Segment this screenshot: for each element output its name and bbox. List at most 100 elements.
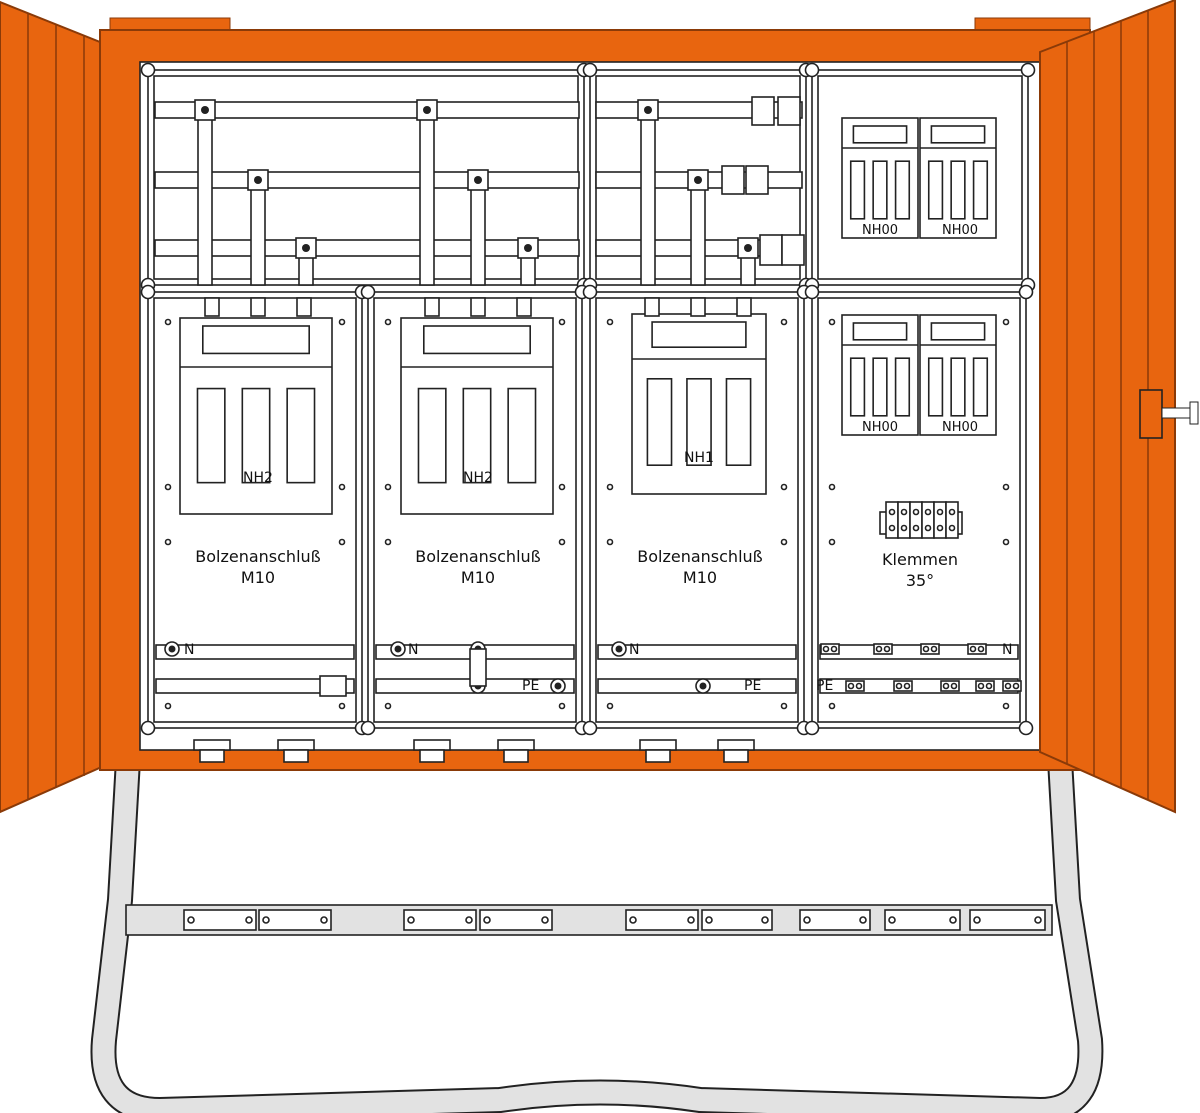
busbar-riser (204, 297, 220, 317)
fuse-label: NH2 (243, 470, 273, 486)
corner-screw (804, 284, 820, 300)
bolt-icon (744, 244, 752, 252)
cable-clamp (625, 909, 699, 931)
screw (924, 524, 932, 532)
screw (541, 916, 549, 924)
busbar-riser (470, 297, 486, 317)
cable-clamp (799, 909, 871, 931)
fuse-slot (507, 387, 537, 484)
fuse-slot (950, 357, 966, 417)
bolt-icon (615, 645, 623, 653)
mounting-hole (1002, 483, 1010, 491)
mounting-hole (338, 538, 346, 546)
fuse-top (852, 322, 908, 341)
busbar-riser (644, 297, 660, 317)
mounting-hole (828, 318, 836, 326)
screw (705, 916, 713, 924)
busbar-riser (690, 187, 706, 286)
mounting-hole (828, 538, 836, 546)
screw (629, 916, 637, 924)
terminal (933, 501, 947, 539)
connection-label: Bolzenanschluß (637, 547, 762, 566)
cable-gland (199, 749, 225, 763)
screw (888, 524, 896, 532)
busbar-riser (197, 117, 213, 286)
terminal (909, 501, 923, 539)
screw (985, 682, 993, 690)
connection-label: Bolzenanschluß (195, 547, 320, 566)
handle-knob[interactable] (1161, 407, 1193, 419)
cable-clamp (258, 909, 332, 931)
screw (407, 916, 415, 924)
right-door[interactable] (1039, 0, 1199, 814)
cable-gland (193, 739, 231, 751)
screw (855, 682, 863, 690)
fuse-slot (894, 357, 911, 417)
mounting-hole (558, 538, 566, 546)
fuse-slot (894, 160, 911, 220)
screw (245, 916, 253, 924)
door-handle[interactable] (1139, 389, 1163, 439)
screw (187, 916, 195, 924)
connection-size: M10 (461, 568, 495, 587)
bolt-icon (201, 106, 209, 114)
fuse-slot (196, 387, 226, 484)
screw (900, 508, 908, 516)
busbar-riser (520, 255, 536, 286)
corner-screw (582, 62, 598, 78)
screw (977, 682, 985, 690)
cable-clamp (183, 909, 257, 931)
terminal (945, 501, 959, 539)
cable-gland (717, 739, 755, 751)
busbar-riser (736, 297, 752, 317)
mounting-hole (606, 318, 614, 326)
bolt-icon (554, 682, 562, 690)
rail-terminal (967, 643, 987, 655)
mounting-hole (780, 318, 788, 326)
fuse-top (930, 125, 986, 144)
busbar (819, 644, 1019, 660)
screw (895, 682, 903, 690)
bolt-icon (474, 176, 482, 184)
mounting-hole (780, 702, 788, 710)
screw (930, 645, 938, 653)
screw (1012, 682, 1020, 690)
busbar-riser (250, 187, 266, 286)
mounting-hole (1002, 538, 1010, 546)
screw (950, 682, 958, 690)
mounting-hole (164, 318, 172, 326)
terminal-block (781, 234, 805, 266)
rail-terminal (920, 643, 940, 655)
screw (973, 916, 981, 924)
screw (903, 682, 911, 690)
mounting-hole (164, 702, 172, 710)
fuse-top (651, 321, 747, 349)
screw (1034, 916, 1042, 924)
fuse-slot (849, 160, 866, 220)
fuse-slot (927, 357, 944, 417)
fuse-slot (417, 387, 447, 484)
screw (936, 524, 944, 532)
bolt-icon (694, 176, 702, 184)
cable-clamp (884, 909, 961, 931)
mounting-hole (164, 538, 172, 546)
handle-knob-end[interactable] (1189, 401, 1199, 425)
corner-screw (140, 62, 156, 78)
corner-screw (360, 720, 376, 736)
mounting-hole (384, 538, 392, 546)
busbar-riser (640, 117, 656, 286)
terminal-label: Klemmen (882, 550, 958, 569)
fuse-slot (872, 357, 888, 417)
mounting-hole (606, 702, 614, 710)
corner-screw (804, 62, 820, 78)
screw (942, 682, 950, 690)
fuse-label: NH1 (684, 450, 714, 466)
terminal-block (745, 165, 769, 195)
rail-terminal (940, 680, 960, 692)
fuse-slot (950, 160, 966, 220)
fuse-top (930, 322, 986, 341)
mounting-hole (338, 702, 346, 710)
busbar-riser (250, 297, 266, 317)
bolt-icon (302, 244, 310, 252)
pe-label: PE (744, 678, 761, 694)
